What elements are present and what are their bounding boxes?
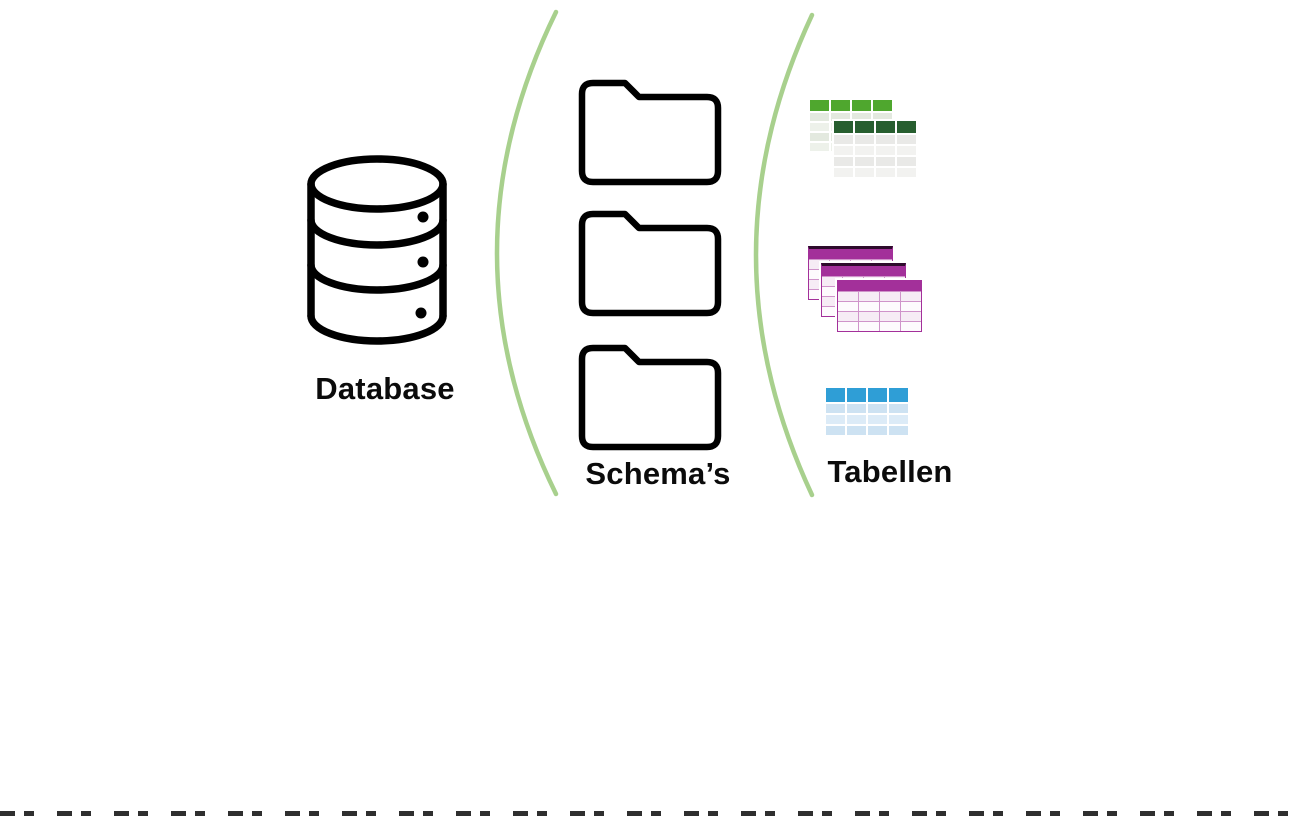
purple-table-back (806, 244, 895, 302)
blue-table (824, 386, 910, 437)
right-arc-separator (753, 12, 815, 498)
folder-icon (578, 344, 722, 451)
tables-label: Tabellen (827, 454, 953, 489)
database-dots (415, 211, 429, 319)
purple-table-front (835, 278, 924, 334)
folder-icon (578, 79, 722, 186)
bottom-cropped-row (0, 811, 1296, 816)
folder-icon (578, 210, 722, 317)
green-table-front (832, 119, 918, 179)
schemas-label: Schema’s (585, 456, 731, 491)
left-arc-separator (494, 9, 559, 497)
green-table-back (808, 98, 894, 153)
purple-table-middle (819, 261, 908, 319)
database-cylinder-icon (307, 155, 447, 345)
dark-line-fragment (806, 298, 842, 301)
database-label: Database (315, 371, 455, 406)
